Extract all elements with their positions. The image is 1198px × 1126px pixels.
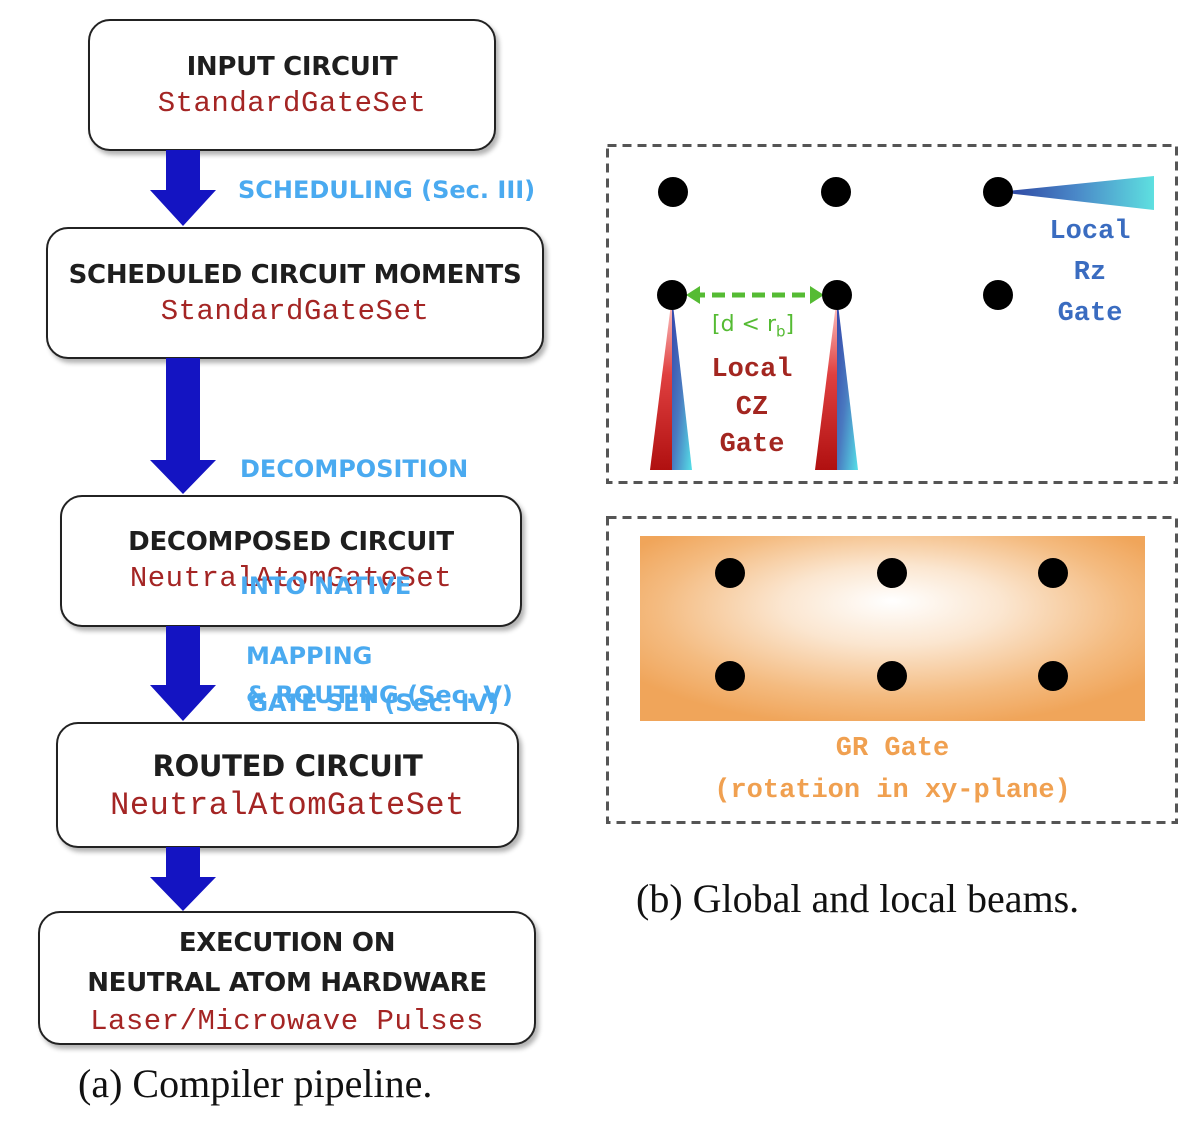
box-gate-set: NeutralAtomGateSet xyxy=(110,787,465,824)
box-title: SCHEDULED CIRCUIT MOMENTS xyxy=(68,260,522,290)
step-label-line: GATE SET (Sec. IV) xyxy=(240,689,499,717)
distance-label-subscript: b xyxy=(776,322,786,341)
step-label-line: INTO NATIVE xyxy=(240,572,412,600)
box-title: ROUTED CIRCUIT xyxy=(152,749,423,783)
pipeline-box-input-circuit: INPUT CIRCUIT StandardGateSet xyxy=(88,19,496,151)
panel-border xyxy=(606,144,1178,484)
step-label-line: SCHEDULING (Sec. III) xyxy=(238,176,536,204)
pipeline-box-scheduled-circuit: SCHEDULED CIRCUIT MOMENTS StandardGateSe… xyxy=(46,227,544,359)
box-title-line-1: EXECUTION ON xyxy=(178,928,396,958)
cz-blue-beam xyxy=(837,296,858,470)
step-label-line: & ROUTING (Sec. V) xyxy=(246,681,513,709)
label-line: (rotation in xy-plane) xyxy=(714,776,1071,806)
local-rz-gate-label: Local Rz Gate xyxy=(1030,212,1150,335)
label-line: Local xyxy=(1049,217,1131,247)
step-label-line: MAPPING xyxy=(246,642,373,670)
arrow-left-icon xyxy=(686,286,700,304)
box-title: DECOMPOSED CIRCUIT xyxy=(128,527,454,557)
step-label-line: DECOMPOSITION xyxy=(240,455,469,483)
box-title-line-2: NEUTRAL ATOM HARDWARE xyxy=(87,968,487,998)
local-beams-panel xyxy=(606,144,1178,484)
box-gate-set: Laser/Microwave Pulses xyxy=(90,1005,484,1038)
global-beam-panel xyxy=(606,516,1178,824)
atom-dot xyxy=(983,280,1013,310)
pipeline-box-decomposed-circuit: DECOMPOSED CIRCUIT NeutralAtomGateSet xyxy=(60,495,522,627)
atom-dot xyxy=(657,280,687,310)
box-gate-set: StandardGateSet xyxy=(160,295,430,328)
atom-dot xyxy=(715,558,745,588)
distance-label-close: ] xyxy=(785,312,795,337)
box-title: INPUT CIRCUIT xyxy=(186,52,398,82)
atom-dot xyxy=(658,177,688,207)
atom-dot xyxy=(715,661,745,691)
cz-red-beam xyxy=(650,296,672,470)
box-gate-set: StandardGateSet xyxy=(157,87,427,120)
cz-blue-beam xyxy=(672,296,692,470)
distance-label-text: [d < r xyxy=(712,312,777,337)
rz-beam xyxy=(998,176,1154,210)
arrow-down-icon xyxy=(150,358,216,494)
pipeline-box-execution: EXECUTION ON NEUTRAL ATOM HARDWARE Laser… xyxy=(38,911,536,1045)
step-label-mapping-routing: MAPPING & ROUTING (Sec. V) xyxy=(246,637,513,715)
arrow-down-icon xyxy=(150,626,216,721)
distance-label: [d < rb] xyxy=(712,312,794,340)
label-line: CZ xyxy=(735,392,769,423)
label-line: Rz xyxy=(1073,258,1107,288)
panel-border xyxy=(606,516,1178,824)
atom-dot xyxy=(822,280,852,310)
label-line: Gate xyxy=(719,430,785,460)
atom-dot xyxy=(821,177,851,207)
caption-compiler-pipeline: (a) Compiler pipeline. xyxy=(78,1061,433,1106)
atom-dot xyxy=(1038,558,1068,588)
arrow-down-icon xyxy=(150,150,216,226)
step-label-scheduling: SCHEDULING (Sec. III) xyxy=(238,171,535,210)
caption-global-local-beams: (b) Global and local beams. xyxy=(636,876,1080,921)
label-line: Local xyxy=(711,355,793,385)
label-line: Gate xyxy=(1057,299,1123,329)
label-line: GR Gate xyxy=(835,734,950,764)
box-gate-set: NeutralAtomGateSet xyxy=(129,562,453,595)
pipeline-box-routed-circuit: ROUTED CIRCUIT NeutralAtomGateSet xyxy=(56,722,519,848)
step-label-decomposition: DECOMPOSITION INTO NATIVE GATE SET (Sec.… xyxy=(240,372,499,762)
atom-dot xyxy=(983,177,1013,207)
local-cz-gate-label: Local CZ Gate xyxy=(692,352,812,465)
gr-gate-label: GR Gate (rotation in xy-plane) xyxy=(640,728,1145,812)
arrow-right-icon xyxy=(810,286,824,304)
arrow-down-icon xyxy=(150,847,216,911)
atom-dot xyxy=(877,661,907,691)
atom-dot xyxy=(1038,661,1068,691)
cz-red-beam xyxy=(815,296,837,470)
atom-dot xyxy=(877,558,907,588)
